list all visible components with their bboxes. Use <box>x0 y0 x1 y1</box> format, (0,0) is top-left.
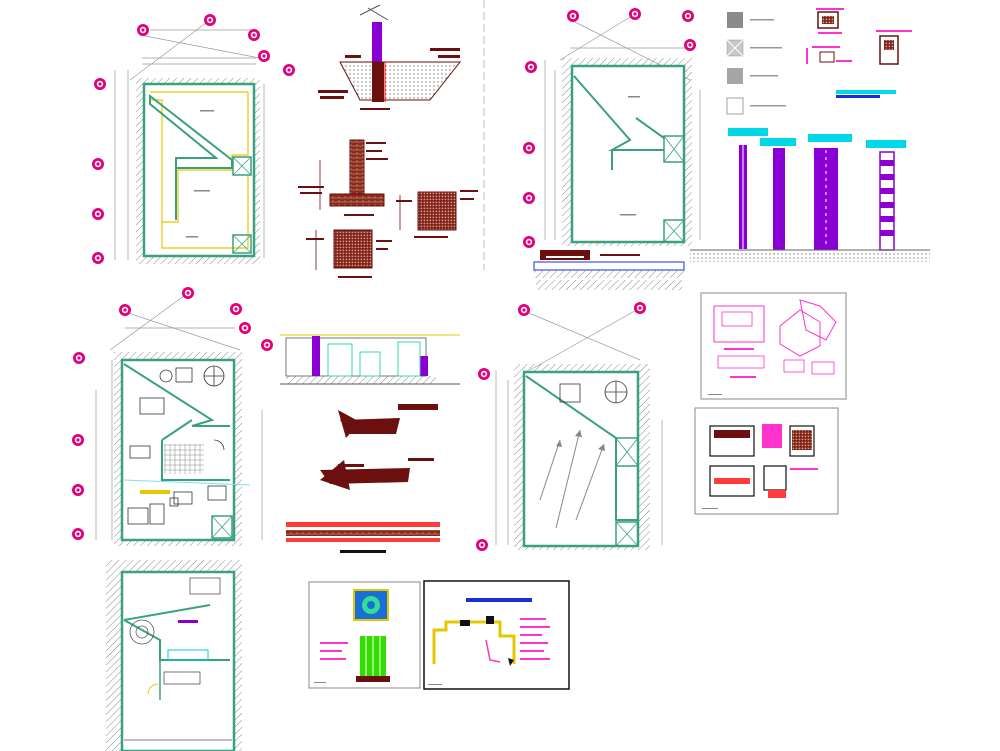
detail-sheet-d <box>423 580 570 690</box>
plan-2 <box>523 8 701 290</box>
axis-bubble <box>92 208 104 220</box>
wall-section <box>280 334 460 553</box>
axis-bubble <box>239 322 251 334</box>
axis-bubble <box>684 39 696 51</box>
axis-bubble <box>258 50 270 62</box>
axis-bubble <box>182 287 194 299</box>
axis-bubble <box>518 304 530 316</box>
plan-3-furnished <box>72 287 273 546</box>
axis-bubble <box>92 252 104 264</box>
axis-bubble <box>476 539 488 551</box>
axis-bubble <box>634 302 646 314</box>
axis-bubble <box>137 24 149 36</box>
detail-sheet-a <box>700 292 847 400</box>
plan-5-site <box>106 560 242 751</box>
axis-bubble <box>72 528 84 540</box>
axis-bubble <box>230 303 242 315</box>
axis-bubble <box>523 236 535 248</box>
axis-bubble <box>94 78 106 90</box>
axis-bubble <box>72 434 84 446</box>
axis-bubble <box>629 8 641 20</box>
axis-bubble <box>682 10 694 22</box>
axis-bubble <box>73 352 85 364</box>
axis-bubble <box>72 484 84 496</box>
axis-bubble <box>204 14 216 26</box>
axis-bubble <box>261 339 273 351</box>
foundation-details <box>298 4 478 278</box>
axis-bubble <box>119 304 131 316</box>
axis-bubble <box>523 192 535 204</box>
detail-sheet-b <box>694 407 839 515</box>
axis-bubble <box>567 10 579 22</box>
column-elevations <box>690 128 930 262</box>
legend <box>726 8 912 115</box>
axis-bubble <box>525 61 537 73</box>
detail-sheet-c <box>308 581 421 689</box>
axis-bubble <box>478 368 490 380</box>
axis-bubble <box>248 29 260 41</box>
axis-bubble <box>92 158 104 170</box>
plan-1 <box>92 14 295 264</box>
axis-bubble <box>523 142 535 154</box>
axis-bubble <box>283 64 295 76</box>
plan-4-roof <box>476 302 663 551</box>
